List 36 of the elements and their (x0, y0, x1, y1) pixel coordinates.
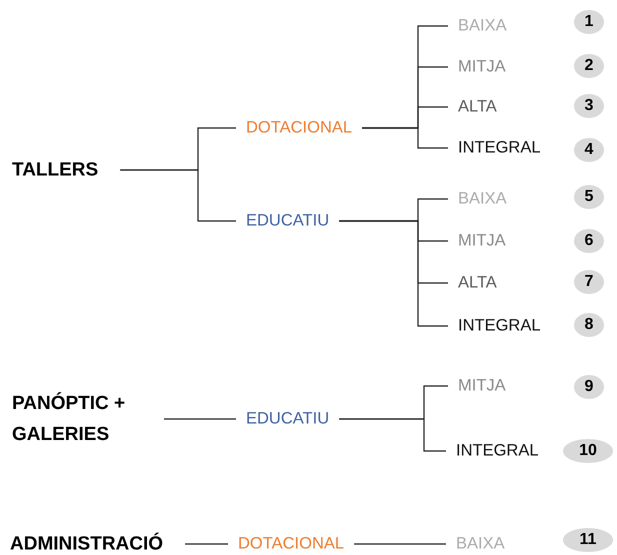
level-label: INTEGRAL (446, 442, 549, 460)
connector-line (164, 418, 236, 420)
type-label: DOTACIONAL (228, 534, 354, 554)
connector-line (362, 127, 448, 149)
level-label: INTEGRAL (448, 138, 551, 158)
category-label: PANÓPTIC + GALERIES (12, 388, 164, 450)
level-label: BAIXA (446, 534, 515, 554)
connector-line (120, 169, 236, 222)
number-badge: 11 (563, 528, 613, 552)
connector-line (339, 418, 446, 452)
number-badge: 5 (574, 185, 604, 209)
connector-line (185, 543, 228, 545)
level-label: MITJA (448, 376, 516, 396)
level-label: BAIXA (448, 190, 517, 208)
number-badge: 9 (574, 375, 604, 399)
level-label: INTEGRAL (448, 316, 551, 336)
number-badge: 6 (574, 229, 604, 253)
number-badge: 1 (574, 10, 604, 34)
type-label: EDUCATIU (236, 212, 340, 230)
level-label: ALTA (448, 274, 507, 292)
category-label: TALLERS (12, 154, 120, 186)
level-label: ALTA (448, 98, 507, 116)
category-label: ADMINISTRACIÓ (10, 528, 186, 555)
connector-line (354, 543, 446, 545)
number-badge: 4 (574, 138, 604, 162)
level-label: BAIXA (448, 16, 517, 36)
number-badge: 8 (574, 313, 604, 337)
number-badge: 7 (574, 270, 604, 294)
number-badge: 2 (574, 54, 604, 78)
connector-line (339, 220, 448, 327)
type-label: EDUCATIU (236, 410, 340, 428)
level-label: MITJA (448, 58, 516, 76)
type-label: DOTACIONAL (236, 118, 362, 138)
level-label: MITJA (448, 232, 516, 250)
number-badge: 3 (574, 94, 604, 118)
number-badge: 10 (563, 439, 613, 463)
